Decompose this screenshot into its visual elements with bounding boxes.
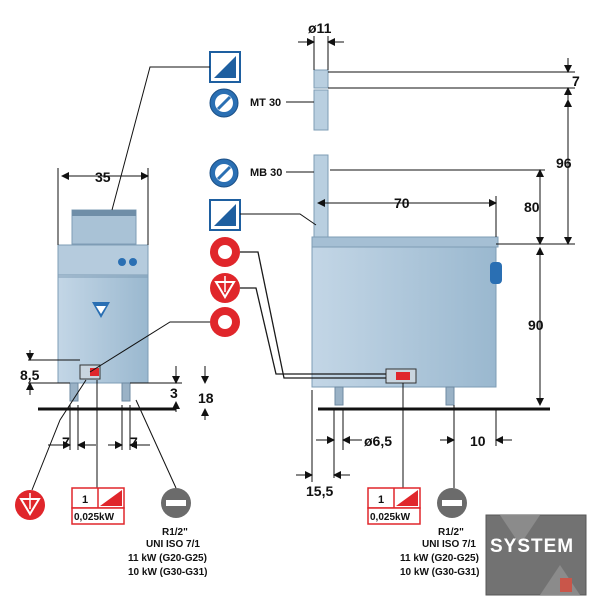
right-power1: 11 kW (G20-G25) (400, 553, 479, 564)
label-mb30: MB 30 (250, 167, 282, 179)
left-thread: R1/2" (162, 527, 188, 538)
side-view (311, 69, 550, 411)
dim-3: 3 (170, 385, 178, 401)
dim-10: 10 (470, 433, 486, 449)
left-power2: 10 kW (G30-G31) (128, 567, 207, 578)
front-grill-edge (72, 210, 136, 216)
dim-width-35: 35 (95, 169, 111, 185)
side-top-plate (311, 236, 499, 248)
dim-7-b: 7 (130, 434, 138, 450)
dim-15-5: 15,5 (306, 483, 333, 499)
watermark-text: SYSTEM (490, 536, 574, 557)
right-electric-code: 1 (378, 494, 384, 506)
mb30-round-icon (209, 158, 239, 188)
control-knob (129, 258, 137, 266)
flue-mt30 (313, 89, 329, 131)
dim-96: 96 (556, 155, 572, 171)
left-power1: 11 kW (G20-G25) (128, 553, 207, 564)
dim-top-7: 7 (572, 73, 580, 89)
dim-90: 90 (528, 317, 544, 333)
left-standard: UNI ISO 7/1 (146, 539, 200, 550)
red-circle-icon-left (210, 307, 240, 337)
dim-18: 18 (198, 390, 214, 406)
red-circle-icon (210, 237, 240, 267)
flue-square-icon (209, 51, 241, 83)
right-electric-badge (367, 487, 421, 525)
dim-7-a: 7 (62, 434, 70, 450)
front-view (38, 209, 176, 411)
left-electric-badge (71, 487, 125, 525)
right-standard: UNI ISO 7/1 (422, 539, 476, 550)
left-pipe-thread-icon (161, 488, 191, 518)
right-thread: R1/2" (438, 527, 464, 538)
right-power2: 10 kW (G30-G31) (400, 567, 479, 578)
right-power-small: 0,025kW (370, 512, 411, 523)
gas-safety-icon (210, 273, 240, 303)
left-power-small: 0,025kW (74, 512, 115, 523)
system-watermark: SYSTEM (485, 514, 587, 596)
side-cabinet (311, 246, 497, 388)
dim-diameter-6-5: ø6,5 (364, 433, 392, 449)
dim-diameter-11: ø11 (308, 20, 332, 36)
side-knob-icon (490, 262, 502, 284)
left-electric-code: 1 (82, 494, 88, 506)
outlet-square-icon (209, 199, 241, 231)
dim-80: 80 (524, 199, 540, 215)
dim-8-5: 8,5 (20, 367, 40, 383)
left-gas-symbol-icon (15, 490, 45, 520)
dim-70: 70 (394, 195, 410, 211)
flue-mb30 (313, 154, 329, 246)
control-knob (118, 258, 126, 266)
label-mt30: MT 30 (250, 97, 281, 109)
right-pipe-thread-icon (437, 488, 467, 518)
chimney-top (313, 69, 329, 89)
mt30-round-icon (209, 88, 239, 118)
